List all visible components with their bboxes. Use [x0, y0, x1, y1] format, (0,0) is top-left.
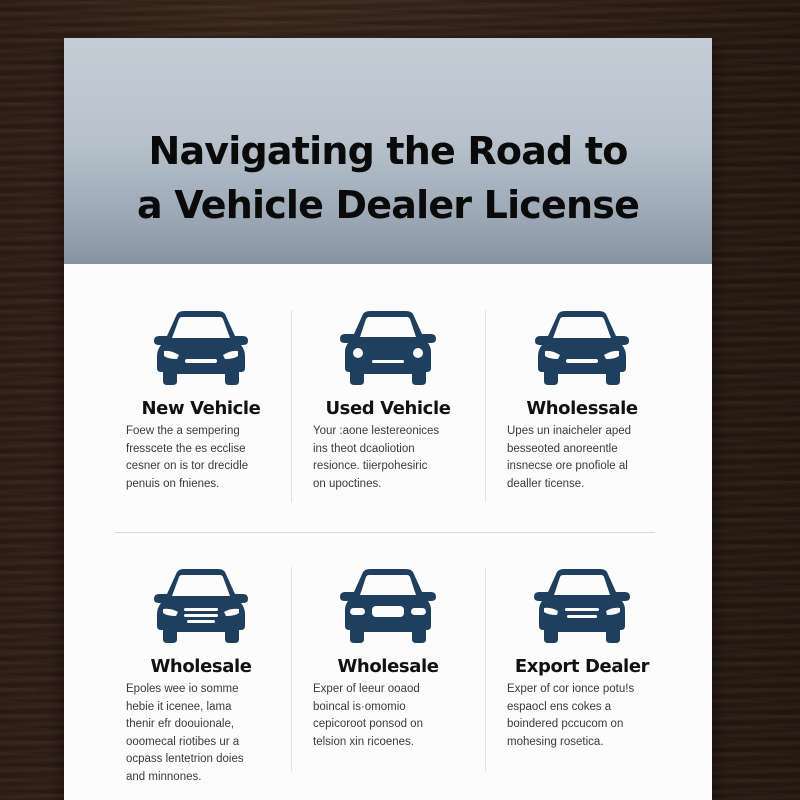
- license-type-used-vehicle: Used Vehicle Your :aone lestereonices in…: [291, 310, 485, 493]
- desc-line: Your :aone lestereonices: [313, 425, 440, 437]
- desc-line: on upoctines.: [313, 477, 382, 490]
- car-front-icon: [336, 310, 440, 386]
- license-type-wholessale: Wholessale Upes un inaicheler aped besse…: [485, 310, 679, 493]
- desc-line: espaocl ens cokes a: [507, 700, 612, 713]
- header-banner: Navigating the Road to a Vehicle Dealer …: [64, 38, 712, 264]
- desc-line: hebie it icenee, lama: [126, 700, 232, 713]
- desc-line: ins theot dcaoliotion: [313, 442, 415, 455]
- license-type-description: Exper of leeur ooaod boincal is·omomio c…: [291, 681, 485, 751]
- desc-line: boincal is·omomio: [313, 700, 406, 713]
- license-type-wholesale-2: Wholesale Exper of leeur ooaod boincal i…: [291, 568, 485, 751]
- desc-line: dealler ticense.: [507, 477, 585, 490]
- license-type-title: Used Vehicle: [325, 398, 451, 419]
- desc-line: penuis on fnienes.: [126, 477, 220, 490]
- car-front-icon: [530, 310, 634, 386]
- page-title: Navigating the Road to a Vehicle Dealer …: [64, 124, 712, 232]
- desc-line: besseoted anoreentle: [507, 442, 618, 455]
- desc-line: Upes un inaicheler aped: [507, 425, 632, 437]
- license-type-description: Your :aone lestereonices ins theot dcaol…: [291, 423, 485, 493]
- car-front-icon: [149, 310, 253, 386]
- license-type-description: Exper of cor ionce potu!s espaocl ens co…: [485, 681, 679, 751]
- car-front-icon: [530, 568, 634, 644]
- desc-line: mohesing rosetica.: [507, 735, 604, 748]
- row-divider: [115, 532, 655, 533]
- license-type-title: Wholesale: [337, 656, 439, 677]
- column-divider: [485, 310, 486, 502]
- infographic-card: Navigating the Road to a Vehicle Dealer …: [64, 38, 712, 800]
- license-type-title: Wholesale: [150, 656, 252, 677]
- column-divider: [485, 567, 486, 772]
- car-front-icon: [336, 568, 440, 644]
- column-divider: [291, 567, 292, 772]
- desc-line: Exper of leeur ooaod: [313, 683, 420, 695]
- desc-line: cesner on is tor drecidle: [126, 460, 249, 472]
- desc-line: and minnones.: [126, 770, 202, 783]
- license-type-title: Export Dealer: [514, 656, 650, 677]
- desc-line: ooomecal riotibes ur a: [126, 735, 240, 748]
- title-line-1: Navigating the Road to: [148, 129, 628, 173]
- license-type-export-dealer: Export Dealer Exper of cor ionce potu!s …: [485, 568, 679, 751]
- title-line-2: a Vehicle Dealer License: [136, 183, 640, 227]
- license-type-wholesale-1: Wholesale Epoles wee io somme hebie it i…: [104, 568, 298, 786]
- desc-line: cepicoroot ponsod on: [313, 718, 423, 730]
- car-front-icon: [149, 568, 253, 644]
- license-type-title: New Vehicle: [141, 398, 261, 419]
- desc-line: fresscete the es ecclise: [126, 442, 246, 455]
- desc-line: Epoles wee io somme: [126, 683, 239, 695]
- desc-line: resionce. tiierpohesiric: [313, 460, 428, 472]
- license-type-new-vehicle: New Vehicle Foew the a sempering fressce…: [104, 310, 298, 493]
- desc-line: telsion xin ricoenes.: [313, 735, 414, 748]
- column-divider: [291, 310, 292, 502]
- desc-line: Exper of cor ionce potu!s: [507, 683, 635, 695]
- desc-line: thenir efr doouionale,: [126, 718, 235, 730]
- desc-line: insnecse ore pnofiole al: [507, 460, 628, 472]
- license-type-description: Epoles wee io somme hebie it icenee, lam…: [104, 681, 298, 786]
- desc-line: Foew the a sempering: [126, 425, 240, 437]
- desc-line: ocpass lentetrion doies: [126, 753, 244, 765]
- license-type-description: Upes un inaicheler aped besseoted anoree…: [485, 423, 679, 493]
- license-type-description: Foew the a sempering fresscete the es ec…: [104, 423, 298, 493]
- license-type-title: Wholessale: [526, 398, 638, 419]
- desc-line: boindered pccucom on: [507, 718, 624, 730]
